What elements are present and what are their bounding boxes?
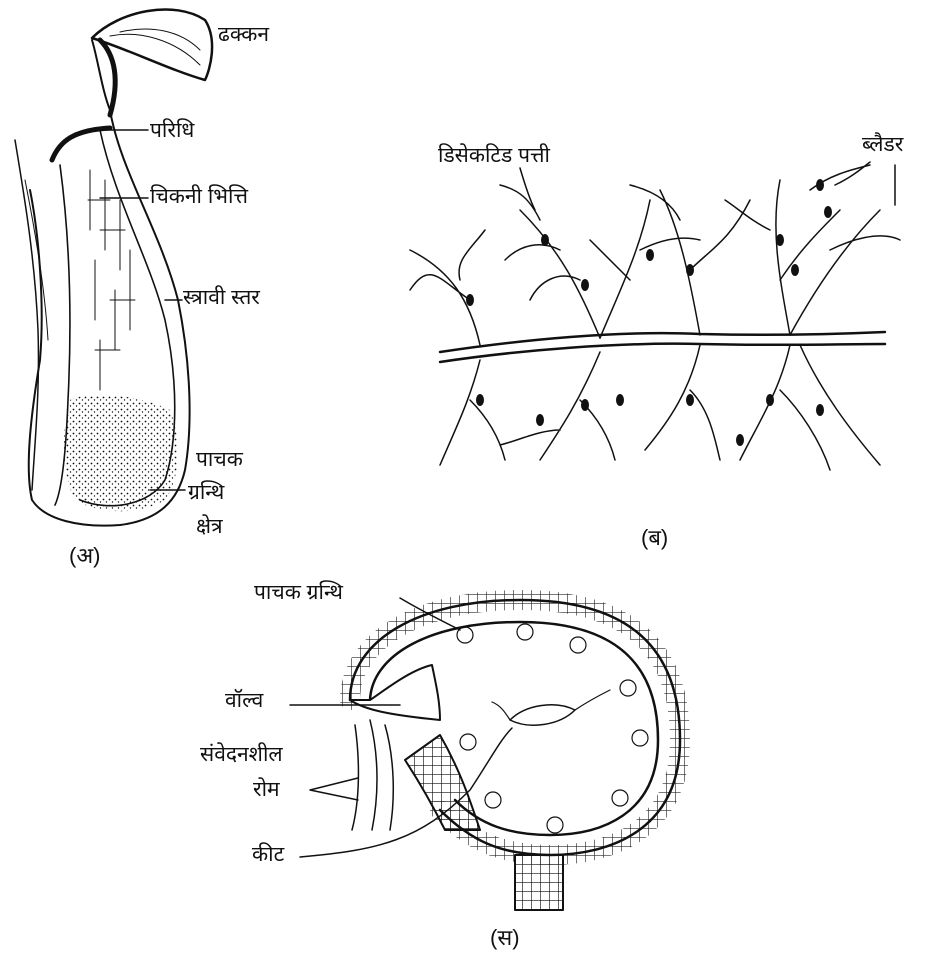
digestive-glands	[457, 624, 648, 833]
label-insect: कीट	[252, 844, 284, 865]
label-secretory-layer: स्त्रावी स्तर	[183, 287, 260, 308]
label-bladder: ब्लैडर	[862, 134, 903, 155]
bladder-section	[290, 598, 680, 910]
caption-b: (ब)	[641, 527, 668, 549]
pitcher-plant	[15, 10, 212, 526]
label-valve: वॉल्व	[225, 690, 263, 711]
label-digestive-zone-3: क्षेत्र	[196, 516, 223, 537]
label-sensory-hairs-1: संवेदनशील	[200, 744, 283, 765]
bladder-stalk	[515, 855, 563, 910]
caption-c: (स)	[490, 927, 520, 949]
main-stem	[440, 332, 885, 352]
insect	[510, 705, 575, 725]
bladder-flap	[405, 735, 480, 830]
label-lid: ढक्कन	[218, 24, 269, 45]
label-sensory-hairs-2: रोम	[253, 779, 280, 800]
dissected-leaf-plant	[410, 162, 900, 470]
digestive-zone	[64, 395, 178, 511]
label-smooth-wall: चिकनी भित्ति	[150, 186, 248, 207]
caption-a: (अ)	[69, 545, 100, 567]
label-digestive-zone-2: ग्रन्थि	[188, 482, 224, 503]
label-digestive-zone-1: पाचक	[196, 449, 243, 470]
label-rim: परिधि	[150, 120, 194, 141]
label-digestive-gland: पाचक ग्रन्थि	[254, 582, 343, 603]
bladders	[466, 179, 832, 446]
label-dissected-leaf: डिसेकटिड पत्ती	[438, 145, 550, 166]
